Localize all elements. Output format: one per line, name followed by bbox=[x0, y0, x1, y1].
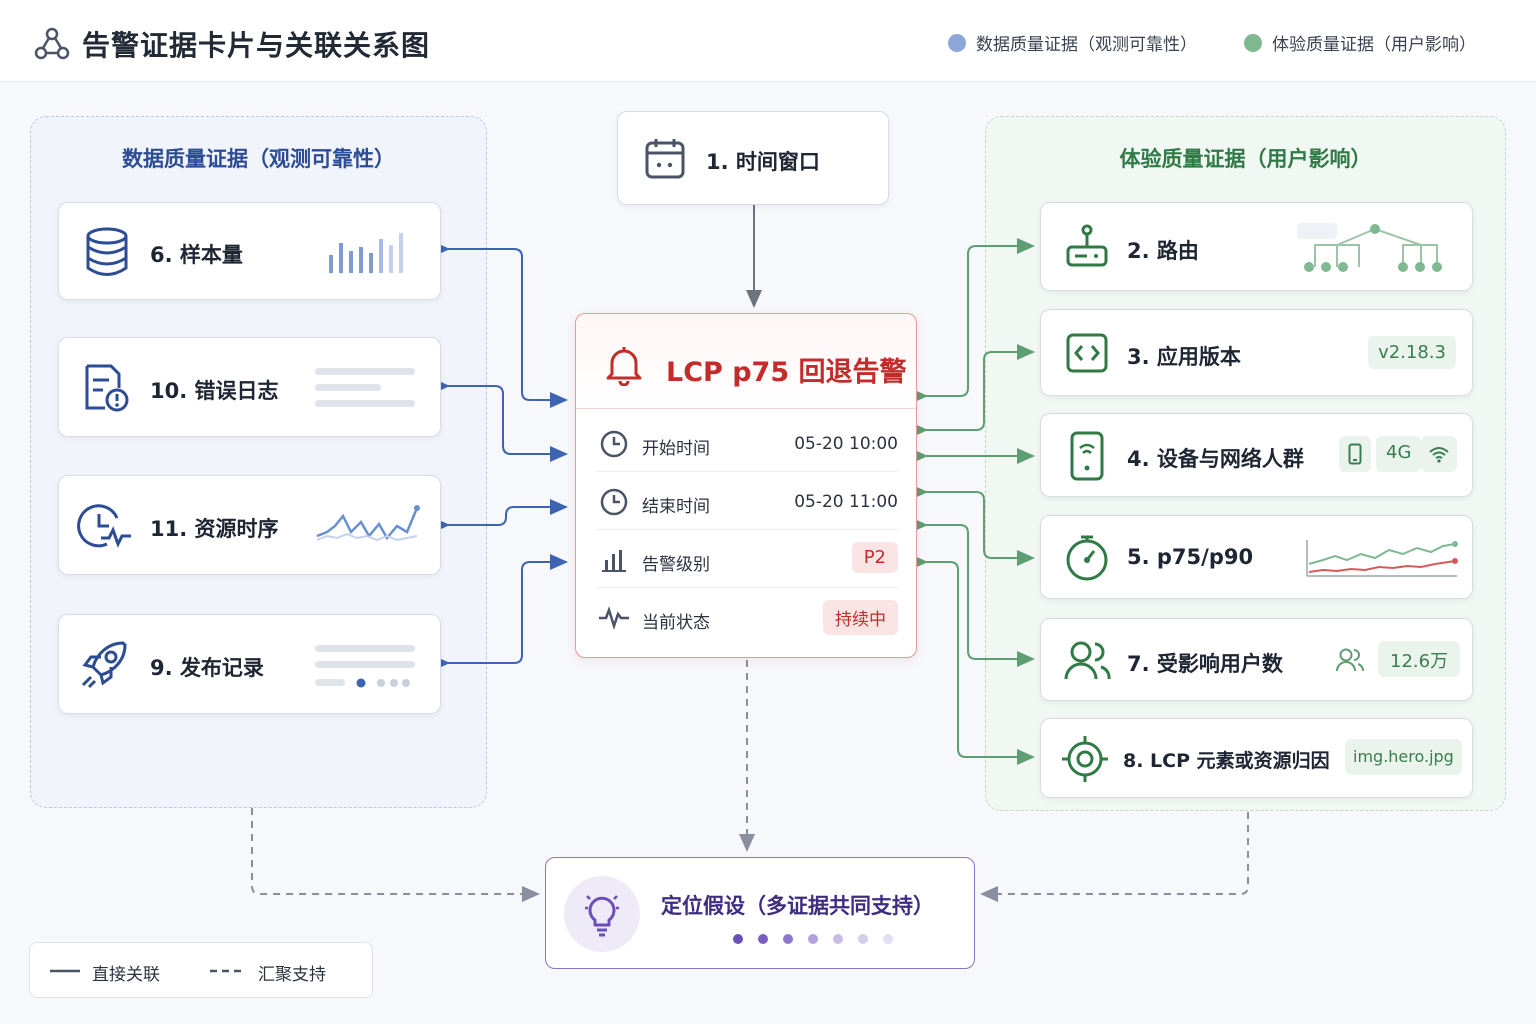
alert-header: LCP p75 回退告警 bbox=[576, 314, 916, 409]
card-affected-users[interactable]: 7. 受影响用户数 12.6万 bbox=[1040, 618, 1473, 701]
legend-experience-quality: 体验质量证据（用户影响） bbox=[1244, 30, 1476, 55]
alert-row-level: 告警级别 P2 bbox=[596, 530, 898, 588]
dashed-line-swatch bbox=[210, 969, 246, 973]
card-resource-timing[interactable]: 11. 资源时序 bbox=[58, 475, 441, 575]
card-label: 5. p75/p90 bbox=[1127, 545, 1254, 569]
card-label: 6. 样本量 bbox=[150, 243, 243, 267]
row-label: 当前状态 bbox=[642, 613, 710, 633]
hypothesis-card[interactable]: 定位假设（多证据共同支持） bbox=[545, 857, 975, 969]
users-icon bbox=[1064, 641, 1111, 680]
pulse-icon bbox=[599, 606, 629, 630]
percentile-trend-icon bbox=[1306, 540, 1458, 577]
legend-label: 体验质量证据（用户影响） bbox=[1272, 35, 1476, 55]
network-chip: 4G bbox=[1376, 436, 1422, 472]
log-lines-icon bbox=[315, 368, 415, 407]
alert-title: LCP p75 回退告警 bbox=[666, 357, 907, 388]
card-lcp-attribution[interactable]: 8. LCP 元素或资源归因 img.hero.jpg bbox=[1040, 718, 1473, 798]
legend-dashed-label: 汇聚支持 bbox=[258, 965, 326, 985]
clock-icon bbox=[600, 430, 628, 458]
row-label: 结束时间 bbox=[642, 497, 710, 517]
card-sample-size[interactable]: 6. 样本量 bbox=[58, 202, 441, 300]
version-chip: v2.18.3 bbox=[1368, 336, 1456, 369]
phone-icon bbox=[1070, 431, 1104, 481]
legend-dot-blue bbox=[948, 33, 966, 52]
mobile-icon bbox=[1348, 443, 1362, 465]
row-value: 05-20 10:00 bbox=[794, 434, 898, 454]
user-count-chip: 12.6万 bbox=[1378, 641, 1461, 677]
route-tree-icon bbox=[1297, 223, 1442, 272]
row-value: 05-20 11:00 bbox=[794, 492, 898, 512]
legend-label: 数据质量证据（观测可靠性） bbox=[976, 35, 1197, 55]
rocket-icon bbox=[81, 641, 127, 689]
lightbulb-icon bbox=[585, 895, 619, 937]
group-title: 数据质量证据（观测可靠性） bbox=[122, 147, 395, 171]
bulb-circle bbox=[564, 876, 640, 952]
hypothesis-title: 定位假设（多证据共同支持） bbox=[661, 894, 934, 918]
clock-icon bbox=[600, 488, 628, 516]
error-log-icon bbox=[85, 364, 129, 412]
calendar-icon bbox=[645, 139, 685, 179]
card-p75-p90[interactable]: 5. p75/p90 bbox=[1040, 515, 1473, 599]
bar-chart-icon bbox=[602, 550, 626, 572]
card-label: 3. 应用版本 bbox=[1127, 345, 1241, 369]
group-title: 体验质量证据（用户影响） bbox=[1119, 147, 1372, 171]
network-icon bbox=[34, 27, 70, 60]
page-title: 告警证据卡片与关联关系图 bbox=[82, 29, 431, 62]
row-label: 开始时间 bbox=[642, 439, 710, 459]
card-label: 11. 资源时序 bbox=[150, 517, 279, 541]
card-time-window[interactable]: 1. 时间窗口 bbox=[617, 111, 889, 205]
card-label: 2. 路由 bbox=[1127, 239, 1199, 263]
mobile-chip bbox=[1339, 436, 1371, 472]
row-label: 告警级别 bbox=[642, 555, 710, 575]
resource-chip: img.hero.jpg bbox=[1345, 739, 1462, 775]
card-device-network[interactable]: 4. 设备与网络人群 4G bbox=[1040, 413, 1473, 497]
alert-row-start: 开始时间 05-20 10:00 bbox=[596, 414, 898, 472]
status-badge: 持续中 bbox=[823, 600, 898, 635]
line-legend: 直接关联 汇聚支持 bbox=[29, 942, 373, 998]
alert-row-end: 结束时间 05-20 11:00 bbox=[596, 472, 898, 530]
gauge-icon bbox=[1066, 535, 1108, 581]
card-label: 1. 时间窗口 bbox=[706, 150, 820, 174]
legend-data-quality: 数据质量证据（观测可靠性） bbox=[948, 30, 1197, 55]
database-icon bbox=[86, 227, 128, 276]
card-label: 8. LCP 元素或资源归因 bbox=[1123, 750, 1330, 772]
alert-row-status: 当前状态 持续中 bbox=[596, 588, 898, 646]
legend-dot-green bbox=[1244, 33, 1262, 52]
sample-bars-icon bbox=[329, 233, 403, 273]
timeseries-sparkline-icon bbox=[316, 505, 420, 542]
target-icon bbox=[1062, 736, 1108, 782]
card-label: 9. 发布记录 bbox=[150, 656, 264, 680]
release-list-icon bbox=[315, 645, 415, 688]
card-error-log[interactable]: 10. 错误日志 bbox=[58, 337, 441, 437]
bell-icon bbox=[606, 347, 642, 386]
card-label: 10. 错误日志 bbox=[150, 379, 279, 403]
alert-card[interactable]: LCP p75 回退告警 开始时间 05-20 10:00 结束时间 05-20… bbox=[575, 313, 917, 658]
card-release-log[interactable]: 9. 发布记录 bbox=[58, 614, 441, 714]
code-icon bbox=[1066, 333, 1108, 373]
timeline-icon bbox=[77, 504, 131, 548]
header: 告警证据卡片与关联关系图 数据质量证据（观测可靠性） 体验质量证据（用户影响） bbox=[0, 0, 1536, 82]
legend-solid-label: 直接关联 bbox=[92, 965, 160, 985]
card-label: 4. 设备与网络人群 bbox=[1127, 447, 1304, 471]
card-label: 7. 受影响用户数 bbox=[1127, 652, 1283, 676]
wifi-chip bbox=[1421, 436, 1457, 472]
card-route[interactable]: 2. 路由 bbox=[1040, 202, 1473, 291]
wifi-icon bbox=[1429, 447, 1449, 463]
card-app-version[interactable]: 3. 应用版本 v2.18.3 bbox=[1040, 309, 1473, 396]
router-icon bbox=[1066, 224, 1108, 267]
severity-badge: P2 bbox=[851, 542, 898, 573]
solid-line-swatch bbox=[50, 969, 80, 973]
progress-dots bbox=[733, 934, 893, 944]
users-small-icon bbox=[1336, 648, 1364, 672]
